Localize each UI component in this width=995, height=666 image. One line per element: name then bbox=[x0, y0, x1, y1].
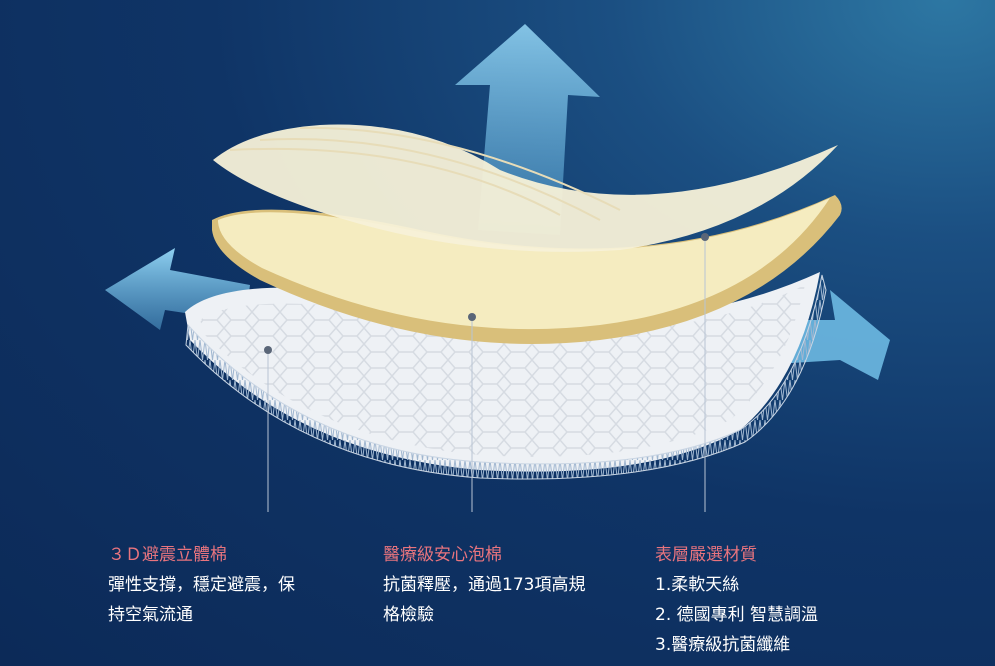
top-fabric-layer bbox=[213, 124, 838, 252]
layer-title: 醫療級安心泡棉 bbox=[383, 545, 502, 565]
foam-layer bbox=[212, 195, 842, 344]
pointer-lines bbox=[264, 233, 709, 512]
layer-description-foam: 醫療級安心泡棉 抗菌釋壓，通過173項高規 格檢驗 bbox=[383, 540, 585, 630]
layer-title: 表層嚴選材質 bbox=[655, 545, 757, 565]
layer-title: ３Ｄ避震立體棉 bbox=[108, 545, 227, 565]
layer-text: 抗菌釋壓，通過173項高規 bbox=[383, 575, 586, 595]
layer-text: 持空氣流通 bbox=[108, 605, 193, 625]
layer-text: 2. 德國專利 智慧調溫 bbox=[655, 605, 819, 625]
layer-description-3d-cotton: ３Ｄ避震立體棉 彈性支撐，穩定避震，保 持空氣流通 bbox=[108, 540, 295, 630]
layer-text: 1.柔軟天絲 bbox=[655, 575, 740, 595]
layer-text: 3.醫療級抗菌纖維 bbox=[655, 635, 791, 655]
layer-text: 格檢驗 bbox=[383, 605, 434, 625]
layer-text: 彈性支撐，穩定避震，保 bbox=[108, 575, 295, 595]
layer-description-surface: 表層嚴選材質 1.柔軟天絲 2. 德國專利 智慧調溫 3.醫療級抗菌纖維 bbox=[655, 540, 818, 660]
